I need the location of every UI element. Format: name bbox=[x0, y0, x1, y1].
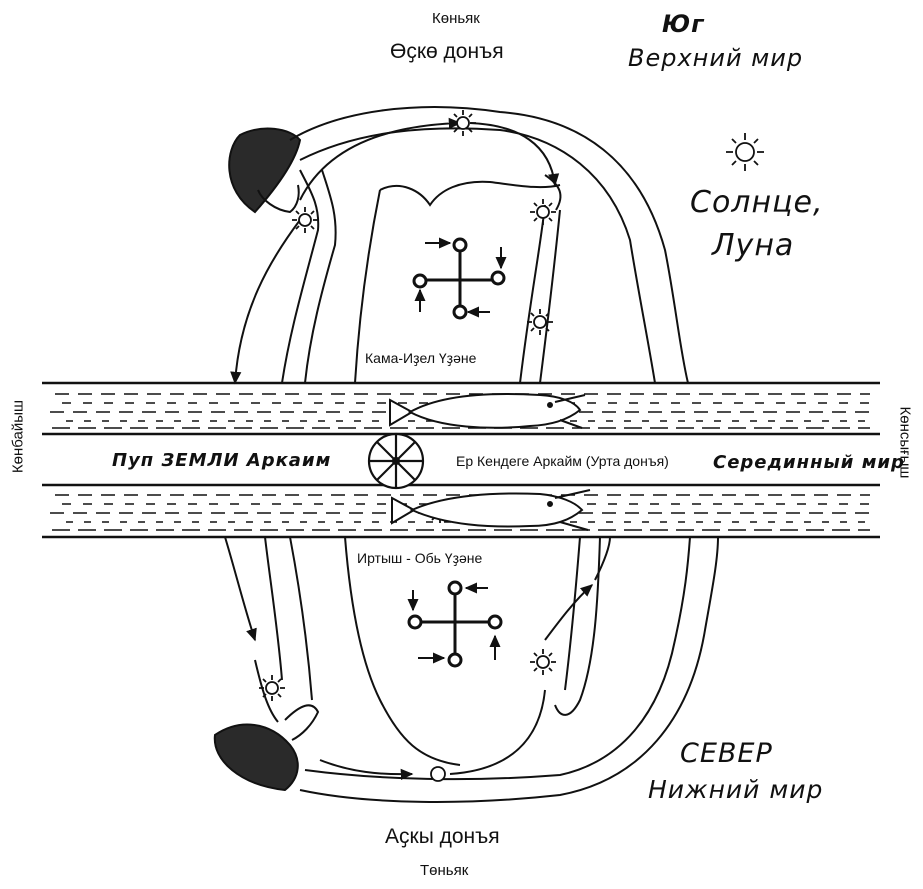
sun-symbols bbox=[259, 110, 764, 782]
upper-figure bbox=[228, 106, 689, 385]
sun-icon bbox=[292, 207, 318, 233]
sun-icon bbox=[450, 110, 476, 136]
bottom-small-label: Төньяк bbox=[420, 862, 469, 879]
sun-icon bbox=[726, 133, 764, 171]
upper-world-bashkir-label: Өҫкө донъя bbox=[390, 40, 504, 63]
moon-label: Луна bbox=[712, 228, 795, 263]
kama-river-label: Кама-Иҙел Үҙәне bbox=[365, 350, 477, 366]
sun-icon bbox=[527, 309, 553, 335]
irtysh-river-label: Иртыш - Обь Үҙәне bbox=[357, 550, 483, 566]
earth-navel-label: Пуп ЗЕМЛИ Аркаим bbox=[112, 450, 332, 471]
lower-world-bashkir-label: Аҫкы донъя bbox=[385, 825, 500, 848]
lower-cross-symbol bbox=[407, 580, 503, 668]
sun-icon bbox=[530, 649, 556, 675]
lower-world-russian-label: Нижний мир bbox=[648, 775, 824, 804]
top-small-label: Көньяк bbox=[432, 10, 480, 27]
west-vertical-label: Көнбайыш bbox=[9, 399, 27, 474]
east-vertical-label: Көнсығыш bbox=[896, 406, 914, 479]
sun-icon bbox=[259, 675, 285, 701]
upper-river-band bbox=[42, 381, 880, 436]
north-label: СЕВЕР bbox=[680, 738, 773, 769]
upper-world-russian-label: Верхний мир bbox=[628, 44, 804, 72]
moon-icon bbox=[430, 766, 446, 782]
south-label: Юг bbox=[662, 10, 705, 38]
lower-river-band bbox=[42, 483, 880, 539]
upper-fish bbox=[389, 393, 586, 429]
lower-fish bbox=[391, 489, 591, 531]
sun-label: Солнце, bbox=[690, 185, 824, 220]
lower-figure bbox=[213, 536, 719, 803]
sun-icon bbox=[530, 199, 556, 225]
middle-world-russian-label: Серединный мир bbox=[713, 452, 905, 473]
upper-cross-symbol bbox=[412, 237, 507, 320]
arkaim-wheel bbox=[367, 432, 425, 490]
middle-world-bashkir-label: Ер Кендеге Аркайм (Урта донъя) bbox=[456, 453, 669, 469]
